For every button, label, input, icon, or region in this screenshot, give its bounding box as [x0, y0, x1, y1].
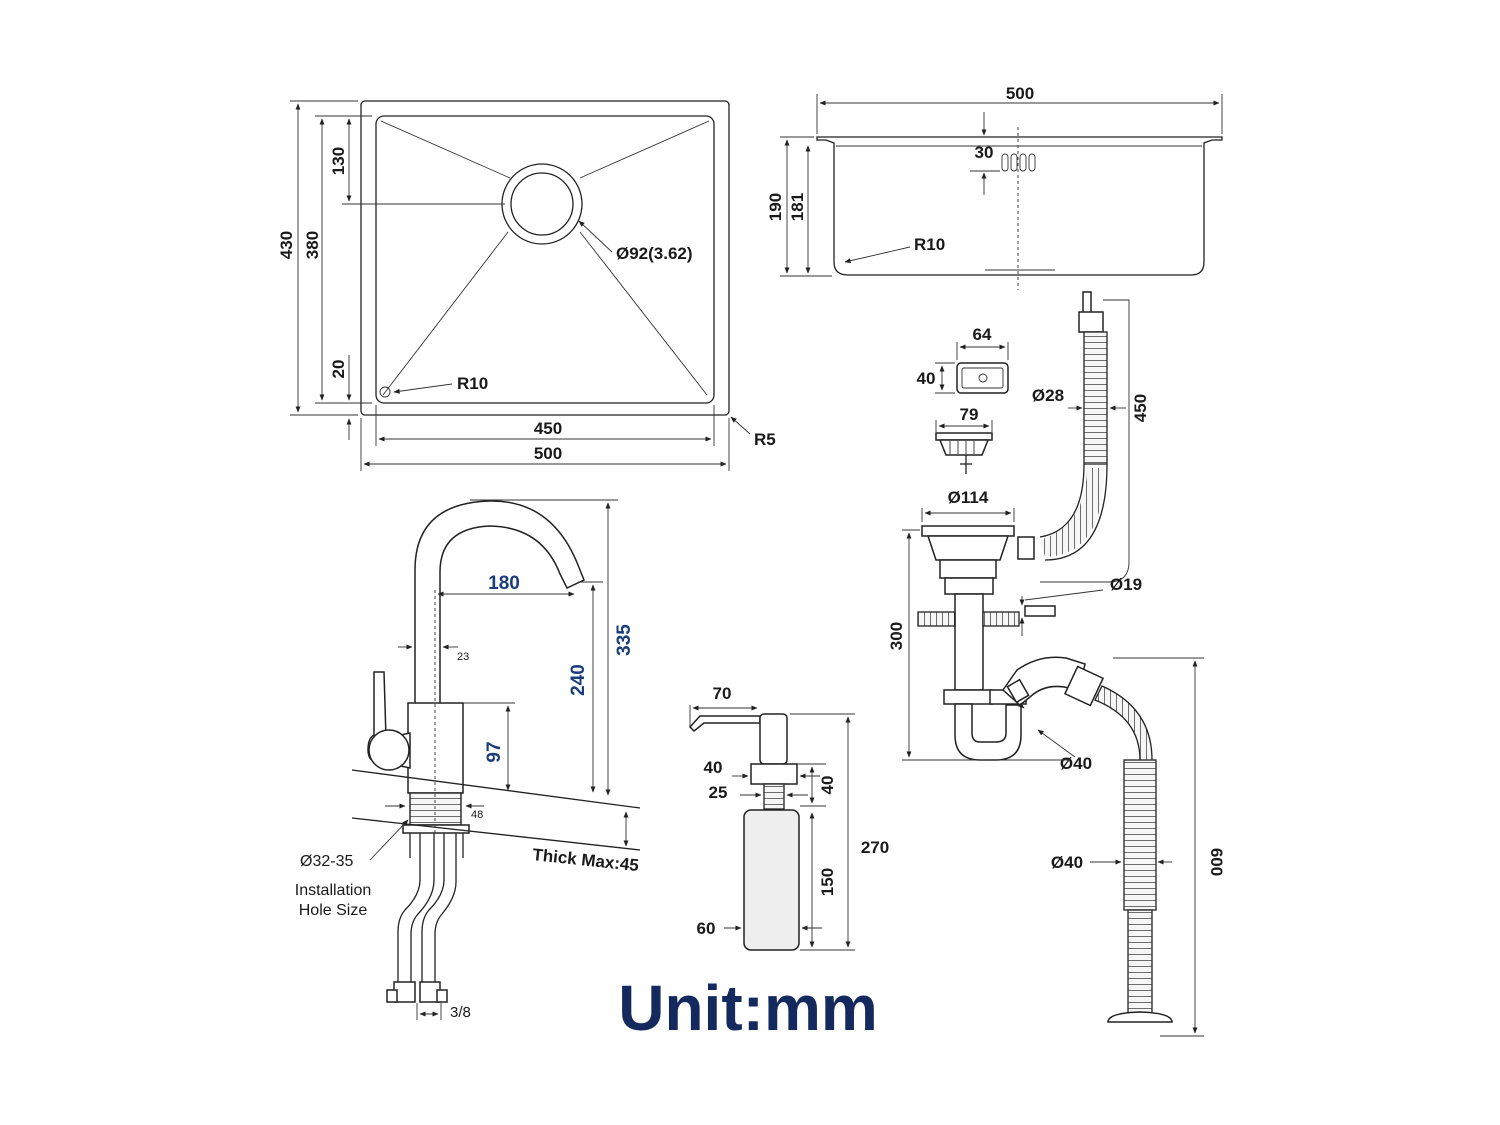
overflow-hose-length-dim: 450 — [1131, 394, 1150, 422]
drain-trap — [954, 703, 1022, 761]
sink-side-view: 500 30 190 181 R10 — [766, 84, 1223, 290]
body-height-dim: 97 — [484, 741, 505, 762]
trap-height-dim: 300 — [887, 622, 906, 650]
drain-hole — [501, 163, 583, 245]
strainer-width-dim: 79 — [960, 405, 979, 424]
pipe-diameter-dim: Ø28 — [1032, 386, 1064, 405]
overflow-cover — [956, 362, 1009, 394]
faucet-spout — [414, 500, 585, 707]
bottle-width-dim: 60 — [697, 919, 716, 938]
trap-diameter-dim: Ø40 — [1060, 754, 1092, 773]
faucet-hose-right — [421, 833, 457, 982]
nozzle-length-dim: 70 — [713, 684, 732, 703]
dispenser-nozzle — [688, 715, 761, 733]
sink-top-view: 430 380 130 20 450 500 Ø92(3.62) R10 R5 — [277, 100, 776, 471]
drain-tailpiece — [954, 593, 984, 691]
sink-width-dim: 500 — [534, 444, 562, 463]
hole-size-dim: Ø32-35 — [300, 853, 353, 870]
hole-size-label-1: Installation — [295, 882, 372, 899]
thickness-label: Thick Max:45 — [532, 845, 640, 875]
basket-diameter-dim: Ø114 — [948, 488, 989, 507]
thread-width-dim: 25 — [709, 783, 728, 802]
base-height-dim: 48 — [471, 809, 483, 821]
outlet-diameter-dim: Ø40 — [1051, 853, 1083, 872]
side-radius-label: R10 — [914, 235, 945, 254]
overflow-width-dim: 64 — [973, 325, 992, 344]
hole-size-label-2: Hole Size — [299, 902, 368, 919]
overflow-height-dim: 40 — [917, 369, 936, 388]
sink-outer-rim — [360, 100, 730, 416]
bottle-height-dim: 150 — [818, 868, 837, 896]
outlet-hose-length-dim: 600 — [1207, 848, 1226, 876]
hose-thread-dim: 3/8 — [450, 1004, 471, 1021]
bowl-depth-dim: 380 — [303, 231, 322, 259]
soap-dispenser-diagram: 70 40 25 60 40 150 270 — [688, 684, 889, 951]
drain-diameter-label: Ø92(3.62) — [616, 244, 693, 263]
head-height-dim: 40 — [818, 776, 837, 795]
sink-depth-dim: 430 — [277, 231, 296, 259]
reach-dim: 180 — [488, 573, 520, 594]
side-bowl-height-dim: 181 — [788, 193, 807, 221]
inner-radius-label: R10 — [457, 374, 488, 393]
dispenser-pump — [759, 713, 788, 765]
drain-basket-flange — [921, 525, 1015, 537]
head-width-dim: 40 — [704, 758, 723, 777]
side-inlet-dim: Ø19 — [1110, 575, 1142, 594]
side-height-dim: 190 — [766, 193, 785, 221]
overflow-hose — [1083, 331, 1108, 465]
bowl-length-dim: 450 — [534, 419, 562, 438]
dispenser-bottle — [743, 809, 800, 951]
strainer-cap — [935, 432, 993, 441]
faucet-hose-left — [397, 833, 435, 982]
outer-radius-label: R5 — [754, 430, 776, 449]
dispenser-thread — [763, 783, 785, 810]
faucet-height-dim: 335 — [614, 624, 635, 656]
overflow-depth-dim: 30 — [975, 143, 994, 162]
drain-offset-dim: 130 — [329, 147, 348, 175]
side-width-dim: 500 — [1006, 84, 1034, 103]
sink-inner-bowl — [375, 115, 715, 404]
corner-gap-dim: 20 — [329, 360, 348, 379]
spout-height-dim: 240 — [568, 664, 589, 696]
dispenser-collar — [750, 763, 798, 785]
outlet-base — [1107, 1011, 1173, 1023]
drain-kit-diagram: 64 40 79 Ø28 450 — [887, 291, 1226, 1037]
faucet-diagram: 335 240 180 97 23 48 Thick Max:45 Ø32-35… — [295, 499, 641, 1021]
sink-side-profile — [816, 136, 1223, 276]
dispenser-height-dim: 270 — [861, 838, 889, 857]
unit-label: Unit:mm — [618, 972, 878, 1044]
spout-diameter-dim: 23 — [457, 651, 469, 663]
